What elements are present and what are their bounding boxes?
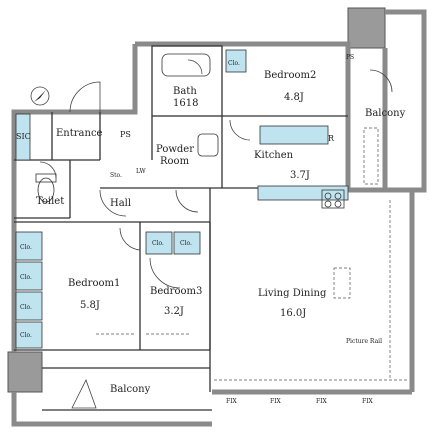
clo-label-b1-d: Clo. [20,332,32,339]
dashed-lines [96,127,408,381]
bedroom1-name: Bedroom1 [68,278,121,289]
entrance-name: Entrance [56,128,103,139]
kitchen-features [35,53,345,209]
refrigerator-label: R [328,134,335,143]
compass-icon [30,86,50,106]
kitchen-size: 3.7J [290,170,310,181]
clo-label-bath: Clo. [228,60,240,67]
bath-size: 1618 [173,98,199,109]
fix-label-1: FIX [226,398,237,405]
fix-label-4: FIX [362,398,373,405]
clo-label-b1-b: Clo. [20,274,32,281]
sic-label: SIC [16,132,31,141]
hall-name: Hall [110,198,132,209]
bedroom2-name: Bedroom2 [264,70,317,81]
outer-walls [11,9,427,427]
ps-label-balcony: PS [346,54,355,61]
storage-blocks [15,49,349,349]
living-dining-name: Living Dining [258,288,327,299]
bedroom1-size: 5.8J [80,300,100,311]
balcony-lower-name: Balcony [110,384,151,395]
bedroom3-name: Bedroom3 [150,286,203,297]
living-dining-size: 16.0J [280,308,307,319]
ps-label-entrance: PS [120,130,131,139]
powder-room-line2: Room [160,156,190,167]
clo-label-b3-a: Clo. [152,240,164,247]
powder-room-line1: Powder [156,144,195,155]
door-swings [39,59,393,289]
fix-label-3: FIX [316,398,327,405]
balcony-lower-column [7,351,43,393]
clo-label-b3-b: Clo. [180,240,192,247]
balcony-triangle-icon [71,378,97,409]
lw-label: LW [136,168,146,175]
kitchen-name: Kitchen [254,150,294,161]
bedroom3-size: 3.2J [164,306,184,317]
sto-label: Sto. [110,172,122,179]
clo-label-b1-c: Clo. [20,304,32,311]
bedroom2-size: 4.8J [284,92,304,103]
balcony-upper-column [347,7,386,49]
fix-label-2: FIX [270,398,281,405]
clo-label-b1-a: Clo. [20,244,32,251]
toilet-name: Toilet [36,196,65,207]
balcony-upper-name: Balcony [365,108,406,119]
bath-name: Bath [173,86,197,97]
picture-rail-label: Picture Rail [346,338,382,345]
